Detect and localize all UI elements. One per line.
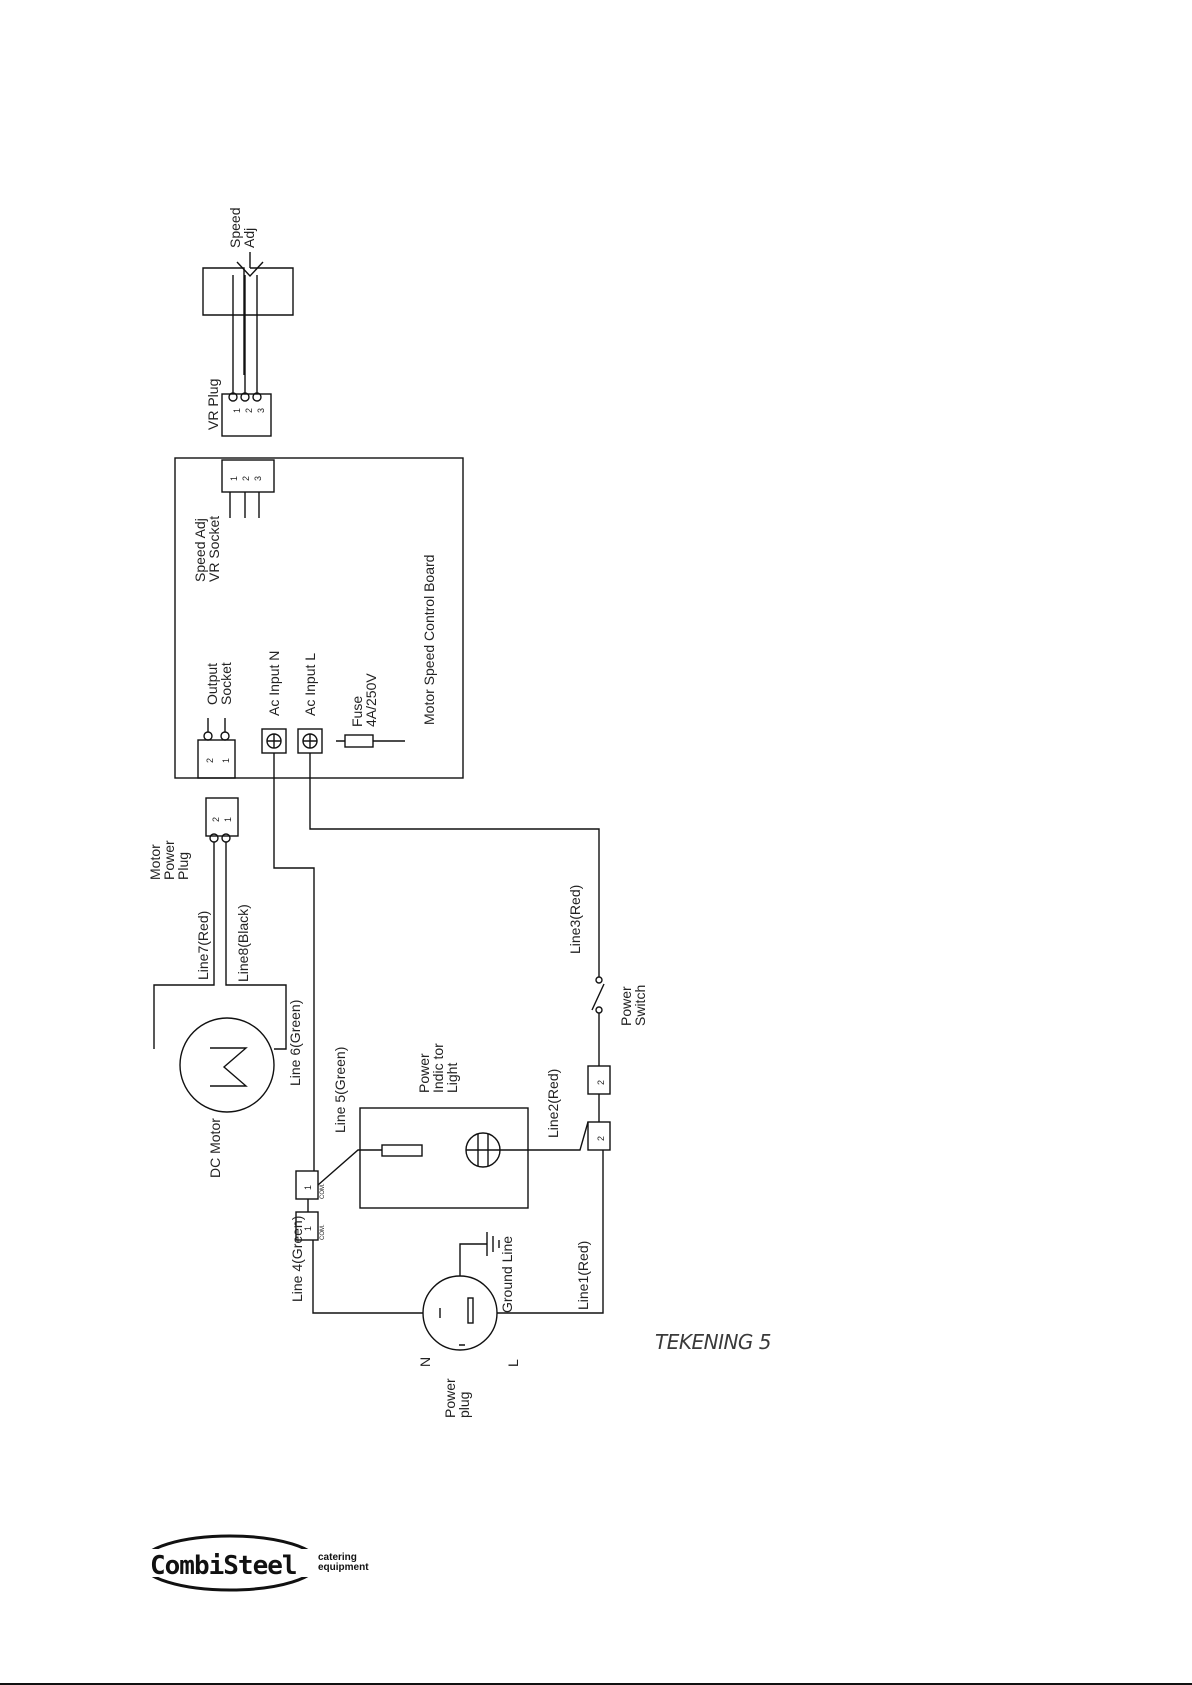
- svg-text:2: 2: [244, 408, 254, 413]
- label-ac-input-l: Ac Input L: [302, 653, 318, 716]
- label-l: L: [505, 1359, 521, 1367]
- svg-text:COM.: COM.: [320, 1224, 326, 1240]
- svg-text:2: 2: [211, 817, 221, 822]
- label-fuse: Fuse 4A/250V: [349, 673, 379, 727]
- label-control-board: Motor Speed Control Board: [421, 555, 437, 725]
- label-line5: Line 5(Green): [332, 1047, 348, 1133]
- label-line4: Line 4(Green): [289, 1216, 305, 1302]
- label-power-indicator: Power Indic tor Light: [416, 1039, 460, 1093]
- potentiometer-arrow: [236, 252, 264, 278]
- power-plug-body: [422, 1275, 498, 1351]
- speed-adj-bracket: [202, 267, 294, 375]
- svg-text:1: 1: [229, 476, 239, 481]
- label-power-plug: Power plug: [442, 1374, 472, 1418]
- brand-name: CombiSteel: [150, 1551, 298, 1581]
- label-line2: Line2(Red): [545, 1069, 561, 1138]
- label-n: N: [417, 1357, 433, 1367]
- label-vr-plug: VR Plug: [205, 379, 221, 430]
- label-line1: Line1(Red): [575, 1241, 591, 1310]
- svg-text:3: 3: [253, 476, 263, 481]
- svg-text:1: 1: [232, 408, 242, 413]
- label-power-switch: Power Switch: [618, 982, 648, 1026]
- label-line6: Line 6(Green): [287, 1000, 303, 1086]
- drawing-caption: TEKENING 5: [655, 1330, 772, 1354]
- label-dc-motor: DC Motor: [207, 1118, 223, 1178]
- label-line7: Line7(Red): [195, 911, 211, 980]
- label-line8: Line8(Black): [235, 904, 251, 982]
- vr-plug: [221, 393, 272, 437]
- svg-text:2: 2: [596, 1136, 606, 1141]
- svg-text:3: 3: [256, 408, 266, 413]
- brand-tagline: catering equipment: [318, 1552, 369, 1573]
- fuse: [344, 734, 374, 748]
- label-speed-adj: Speed Adj: [227, 204, 257, 248]
- motor-m-symbol: [210, 1047, 248, 1087]
- dc-motor: [179, 1017, 275, 1113]
- com-terminal-line4: [295, 1211, 319, 1241]
- svg-text:1: 1: [221, 758, 231, 763]
- output-socket: [197, 739, 236, 779]
- label-output-socket: Output Socket: [204, 659, 234, 705]
- svg-text:1: 1: [303, 1226, 313, 1231]
- svg-text:2: 2: [241, 476, 251, 481]
- label-ac-input-n: Ac Input N: [266, 651, 282, 716]
- svg-text:2: 2: [596, 1080, 606, 1085]
- page-bottom-rule: [0, 1683, 1192, 1685]
- power-indicator-box: [359, 1107, 529, 1209]
- label-vr-socket: Speed Adj VR Socket: [192, 514, 222, 582]
- label-line3: Line3(Red): [567, 885, 583, 954]
- svg-text:1: 1: [303, 1185, 313, 1190]
- svg-text:2: 2: [205, 758, 215, 763]
- label-motor-power-plug: Motor Power Plug: [147, 836, 191, 880]
- vr-socket: [221, 459, 275, 493]
- label-ground-line: Ground Line: [499, 1236, 515, 1313]
- combisteel-logo: [140, 1534, 385, 1592]
- control-board: [174, 457, 464, 779]
- svg-text:1: 1: [223, 817, 233, 822]
- svg-text:COM.: COM.: [320, 1183, 326, 1199]
